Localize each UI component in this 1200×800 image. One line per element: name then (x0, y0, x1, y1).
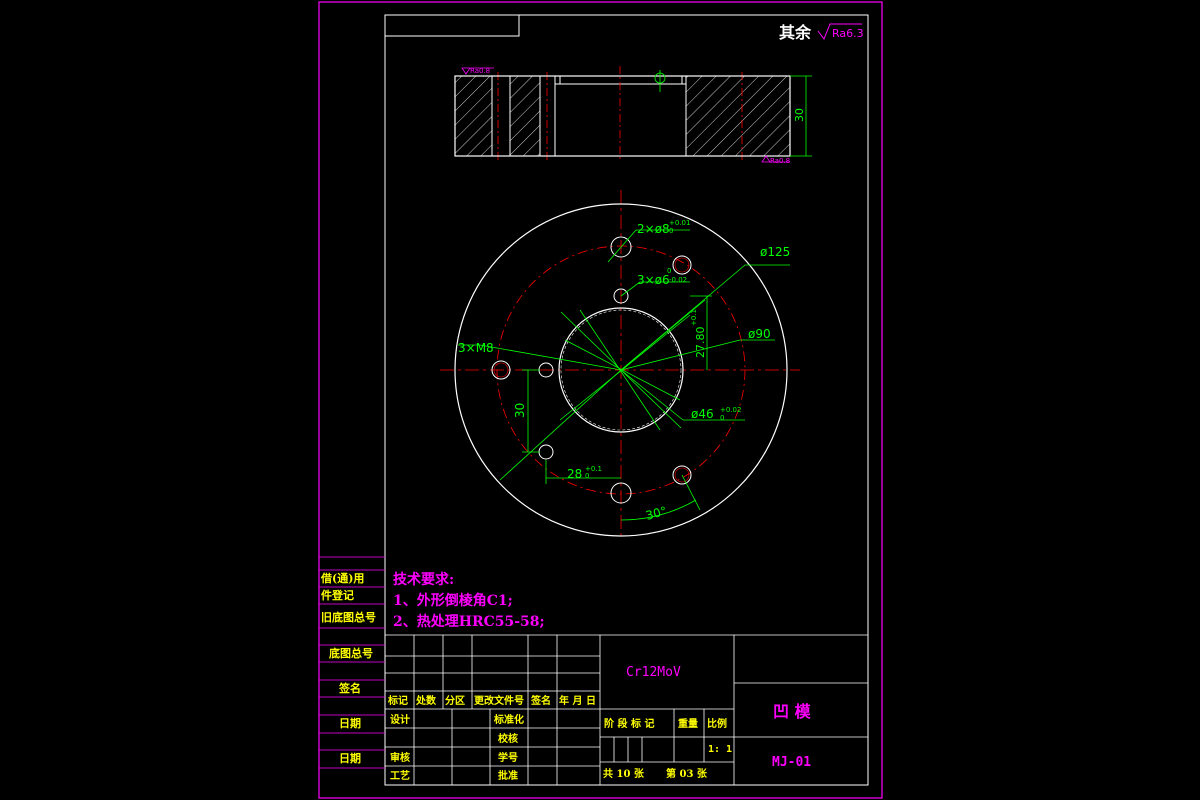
outer-circle (454, 203, 788, 537)
row-check: 校核 (498, 732, 518, 745)
dim-bore: ø46 (691, 407, 714, 421)
dim-outer-diameter: ø125 (760, 245, 790, 259)
side-label: 日期 (339, 716, 361, 730)
hole (672, 255, 692, 275)
roughness-label: 其余 (779, 23, 812, 42)
roughness-bottom-icon (761, 155, 790, 163)
hole (491, 360, 511, 380)
dim-thread: 3×M8 (458, 341, 494, 355)
top-left-box (384, 14, 520, 37)
dim-holes-6-tol-low: -0.02 (669, 276, 687, 284)
side-label: 签名 (338, 681, 361, 695)
row-standardize: 标准化 (493, 713, 524, 726)
roughness-top-value: Ra0.8 (470, 67, 490, 75)
row-review: 审核 (390, 751, 410, 764)
tech-requirements: 技术要求: 1、外形倒棱角C1; 2、热处理HRC55-58; (393, 571, 545, 630)
part-name: 凹 模 (773, 702, 812, 721)
row-design: 设计 (390, 713, 410, 726)
rev-header: 签名 (530, 694, 551, 707)
roughness-bottom-value: Ra0.8 (770, 157, 790, 165)
pitch-circle (496, 245, 746, 495)
side-label: 日期 (339, 751, 361, 765)
dim-pitch-circle: ø90 (748, 327, 771, 341)
dim-vertical-30: 30 (513, 403, 527, 418)
stage-header: 比例 (707, 717, 727, 730)
dim-horizontal-28-tol: +0.1 (585, 465, 602, 473)
row-process: 学号 (498, 751, 518, 764)
rev-header: 标记 (387, 694, 408, 707)
section-view: Ra0.8 Ra0.8 30 (454, 66, 812, 165)
dim-bore-tol: +0.02 (720, 406, 741, 414)
side-label: 借(通)用 (320, 571, 364, 585)
dim-holes-8: 2×ø8 (637, 222, 670, 236)
dim-holes-6: 3×ø6 (637, 273, 670, 287)
hole (538, 444, 554, 460)
hole (672, 465, 692, 485)
scale: 1: 1 (708, 744, 732, 755)
dim-horizontal-28: 28 (567, 467, 582, 481)
rev-header: 更改文件号 (474, 694, 524, 707)
side-label: 旧底图总号 (321, 610, 376, 624)
drawing-number: MJ-01 (772, 755, 811, 770)
outer-frame (318, 1, 883, 799)
stage-header: 重量 (678, 717, 698, 730)
material: Cr12MoV (626, 665, 681, 680)
side-labels (319, 556, 385, 769)
side-label: 件登记 (321, 588, 354, 602)
roughness-top-icon (461, 67, 494, 75)
inner-frame (384, 14, 869, 786)
dim-angle: 30° (644, 504, 668, 523)
title-block-grid (385, 634, 868, 785)
dim-bore-tol-low: 0 (720, 414, 724, 422)
row-approve: 批准 (498, 769, 518, 782)
dim-holes-6-tol: 0 (667, 267, 671, 275)
hole (610, 482, 632, 504)
hole (610, 236, 632, 258)
dim-horizontal-28-tol-low: 0 (585, 472, 589, 480)
side-label: 底图总号 (329, 646, 373, 660)
sheet-number: 第 03 张 (666, 767, 708, 780)
tech-item: 1、外形倒棱角C1; (393, 592, 513, 609)
stage-header: 阶 段 标 记 (604, 717, 654, 730)
dim-radius-27-tol: +0.1 (690, 309, 698, 326)
dim-radius-27: 27.80 (694, 327, 707, 359)
roughness-symbol-icon (817, 23, 862, 41)
sheet-total: 共 10 张 (603, 767, 645, 780)
general-roughness-note: 其余 Ra6.3 (779, 23, 864, 42)
center-bore (558, 307, 684, 433)
hole (613, 288, 629, 304)
dim-holes-8-tol-low: 0 (669, 227, 673, 235)
side-label-texts: 借(通)用 件登记 旧底图总号 底图总号 签名 日期 日期 (320, 571, 376, 765)
tech-item: 2、热处理HRC55-58; (393, 613, 545, 630)
row-craft: 工艺 (390, 769, 410, 782)
dim-holes-8-tol: +0.01 (669, 219, 690, 227)
title-block-texts: Cr12MoV 凹 模 MJ-01 标记 处数 分区 更改文件号 签名 年 月 … (387, 665, 812, 782)
rev-header: 年 月 日 (559, 694, 596, 707)
rev-header: 处数 (415, 694, 437, 707)
height-dimension: 30 (793, 108, 806, 122)
rev-header: 分区 (445, 694, 465, 707)
plan-view: 2×ø8 +0.01 0 3×ø6 0 -0.02 ø125 ø90 ø46 +… (440, 190, 800, 540)
roughness-value: Ra6.3 (832, 27, 864, 40)
tech-title: 技术要求: (393, 571, 454, 588)
